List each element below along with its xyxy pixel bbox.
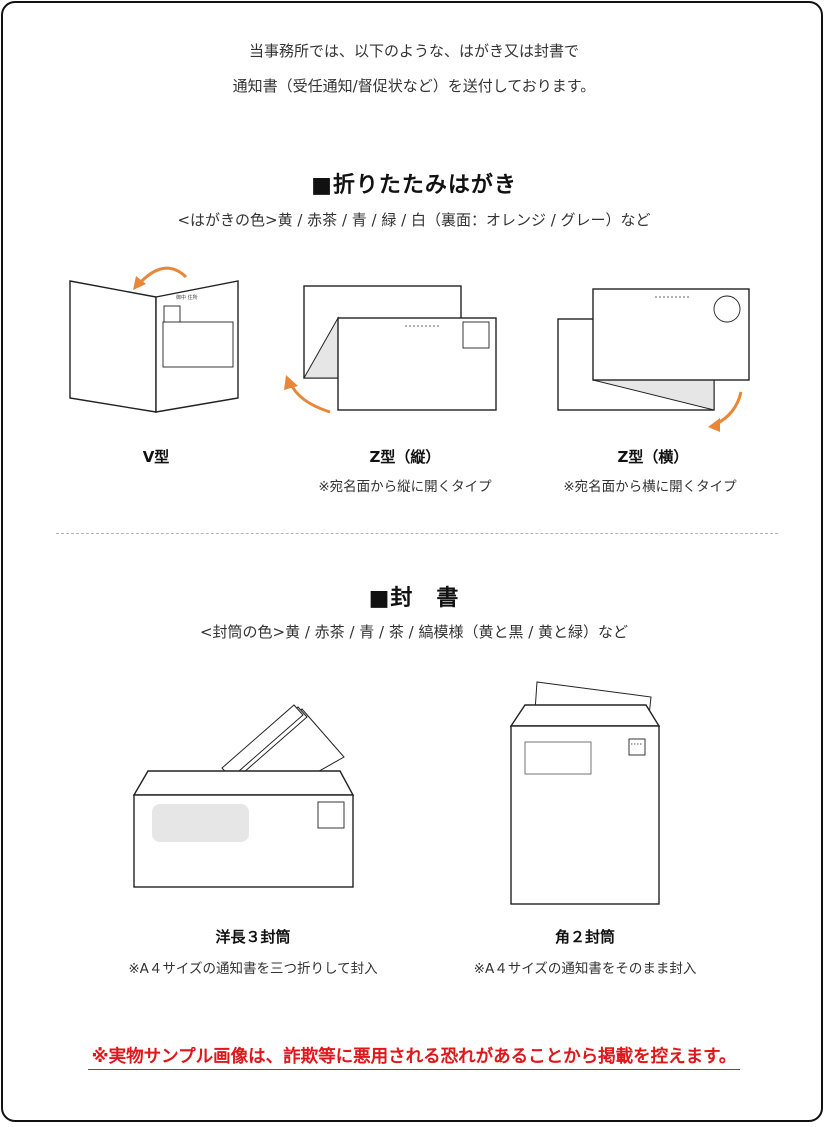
large-envelope-note: ※A４サイズの通知書をそのまま封入 xyxy=(473,961,697,977)
v-type-label: V型 xyxy=(142,448,170,466)
intro-line-2: 通知書（受任通知/督促状など）を送付しております。 xyxy=(232,77,596,95)
section-divider xyxy=(56,533,778,534)
svg-text:御中 住所: 御中 住所 xyxy=(176,294,198,301)
intro-line-1: 当事務所では、以下のような、はがき又は封書で xyxy=(248,42,579,60)
z-type-vertical-label: Z型（縦） xyxy=(369,448,441,466)
z-type-horizontal-label: Z型（横） xyxy=(617,448,689,466)
warning-text: ※実物サンプル画像は、詐欺等に悪用される恐れがあることから掲載を控えます。 xyxy=(87,1047,741,1070)
postcard-section-title: ■折りたたみはがき xyxy=(311,173,517,198)
z-type-vertical-note: ※宛名面から縦に開くタイプ xyxy=(318,479,492,495)
envelope-section-title: ■封 書 xyxy=(368,586,460,611)
long-envelope-note: ※A４サイズの通知書を三つ折りして封入 xyxy=(128,961,378,977)
large-envelope-label: 角２封筒 xyxy=(554,928,615,946)
postcard-colors: <はがきの色>黄 / 赤茶 / 青 / 緑 / 白（裏面：オレンジ / グレー）… xyxy=(177,211,651,229)
z-type-horizontal-note: ※宛名面から横に開くタイプ xyxy=(563,479,737,495)
warning-notice: ※実物サンプル画像は、詐欺等に悪用される恐れがあることから掲載を控えます。 xyxy=(0,1043,828,1070)
envelope-colors: <封筒の色>黄 / 赤茶 / 青 / 茶 / 縞模様（黄と黒 / 黄と緑）など xyxy=(199,623,629,641)
long-envelope-label: 洋長３封筒 xyxy=(215,928,291,946)
